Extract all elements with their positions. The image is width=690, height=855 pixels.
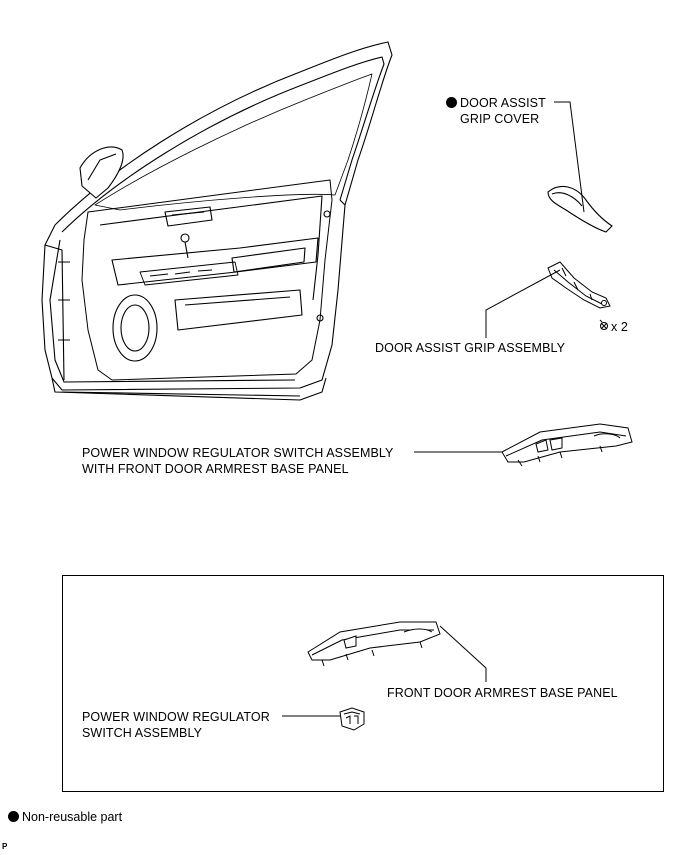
front-door (41, 41, 393, 401)
label-screw-qty: x 2 (611, 320, 628, 334)
label-grip-cover: DOOR ASSIST GRIP COVER (446, 95, 546, 127)
power-window-switch (339, 707, 365, 731)
inset-box (62, 575, 664, 792)
legend: Non-reusable part (8, 809, 122, 825)
legend-text: Non-reusable part (22, 810, 123, 824)
leader-grip-assembly (485, 269, 561, 338)
switch-panel-assembly-top (501, 423, 633, 467)
armrest-base-panel (307, 621, 441, 667)
label-switch: POWER WINDOW REGULATOR SWITCH ASSEMBLY (82, 709, 270, 741)
door-assist-grip-assembly (547, 261, 611, 309)
non-reusable-icon (446, 97, 457, 108)
label-switch-panel-line1: POWER WINDOW REGULATOR SWITCH ASSEMBLY (82, 446, 394, 460)
leader-armrest-panel (439, 625, 487, 682)
legend-dot-icon (8, 811, 19, 822)
screw-icon (599, 319, 608, 330)
label-grip-cover-line1: DOOR ASSIST (460, 96, 546, 110)
label-switch-panel: POWER WINDOW REGULATOR SWITCH ASSEMBLY W… (82, 445, 393, 477)
leader-grip-cover (554, 101, 585, 213)
label-armrest-panel: FRONT DOOR ARMREST BASE PANEL (387, 686, 618, 700)
label-switch-line1: POWER WINDOW REGULATOR (82, 710, 270, 724)
figure-code: P (2, 842, 8, 851)
door-assist-grip-cover (547, 185, 613, 233)
label-grip-cover-line2: GRIP COVER (460, 112, 540, 126)
label-switch-panel-line2: WITH FRONT DOOR ARMREST BASE PANEL (82, 462, 349, 476)
label-grip-assembly: DOOR ASSIST GRIP ASSEMBLY (375, 341, 566, 355)
label-switch-line2: SWITCH ASSEMBLY (82, 726, 203, 740)
